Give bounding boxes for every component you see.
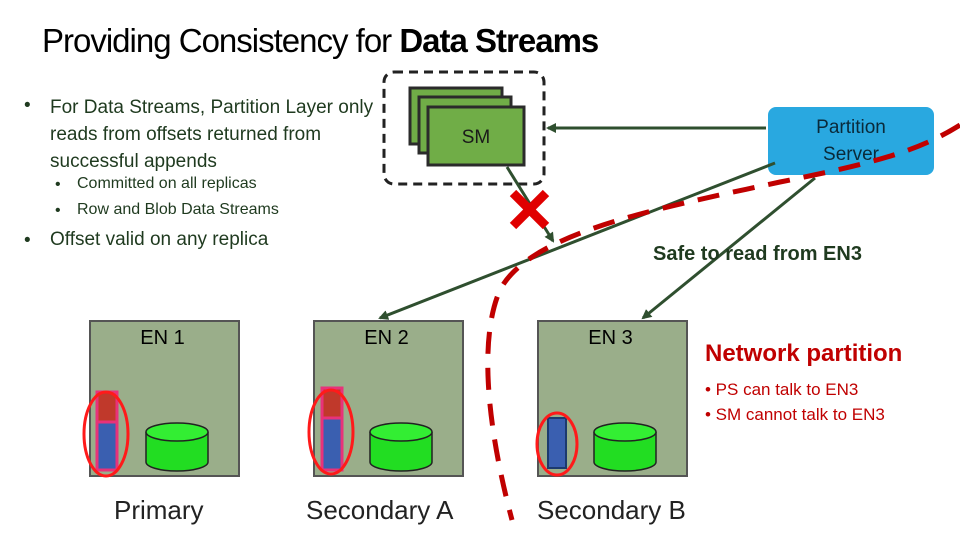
en1-label: EN 1 [140, 327, 185, 349]
en1-blue-extent [95, 420, 119, 472]
ps-to-en3-arrow [641, 176, 816, 320]
en3-disk [593, 422, 657, 472]
en2-caption: Secondary A [306, 495, 454, 525]
sm-group-outline [382, 70, 546, 186]
sub-bullet-2: Row and Blob Data Streams [77, 201, 279, 218]
page-title: Providing Consistency for Data Streams [42, 22, 599, 59]
sub-bullet-1: Committed on all replicas [77, 175, 257, 192]
sub-bullet-dot: • [55, 202, 61, 219]
en2-highlight-ring [307, 388, 355, 476]
bullet-dot: • [24, 95, 31, 116]
network-partition-title: Network partition [705, 340, 903, 367]
bullet-2: Offset valid on any replica [50, 229, 269, 250]
en3-label: EN 3 [588, 327, 633, 349]
en2-disk [369, 422, 433, 472]
en2-blue-extent [320, 416, 344, 472]
bullet-1: For Data Streams, Partition Layer only r… [50, 97, 374, 172]
en1-disk [145, 422, 209, 472]
partition-server-label-line1: Partition [816, 117, 886, 138]
ps-to-en2-arrow [378, 161, 776, 320]
en3-caption: Secondary B [537, 495, 686, 525]
en1-caption: Primary [114, 495, 204, 525]
sm-label: SM [461, 127, 491, 148]
sub-bullet-dot: • [55, 176, 61, 193]
network-partition-item: • PS can talk to EN3 [705, 380, 859, 399]
bullet-dot: • [24, 230, 31, 251]
network-partition-item: • SM cannot talk to EN3 [705, 405, 885, 424]
en3-blue-extent [547, 417, 567, 469]
partition-server: Partition Server [768, 107, 934, 175]
blocked-x-icon [509, 189, 550, 230]
network-partition-line [485, 122, 960, 521]
en1-highlight-ring [82, 390, 130, 478]
en2-label: EN 2 [364, 327, 409, 349]
partition-server-label-line2: Server [823, 144, 879, 165]
sm-box [426, 105, 526, 167]
safe-read-note: Safe to read from EN3 [653, 243, 862, 265]
en3-highlight-ring [535, 411, 579, 477]
